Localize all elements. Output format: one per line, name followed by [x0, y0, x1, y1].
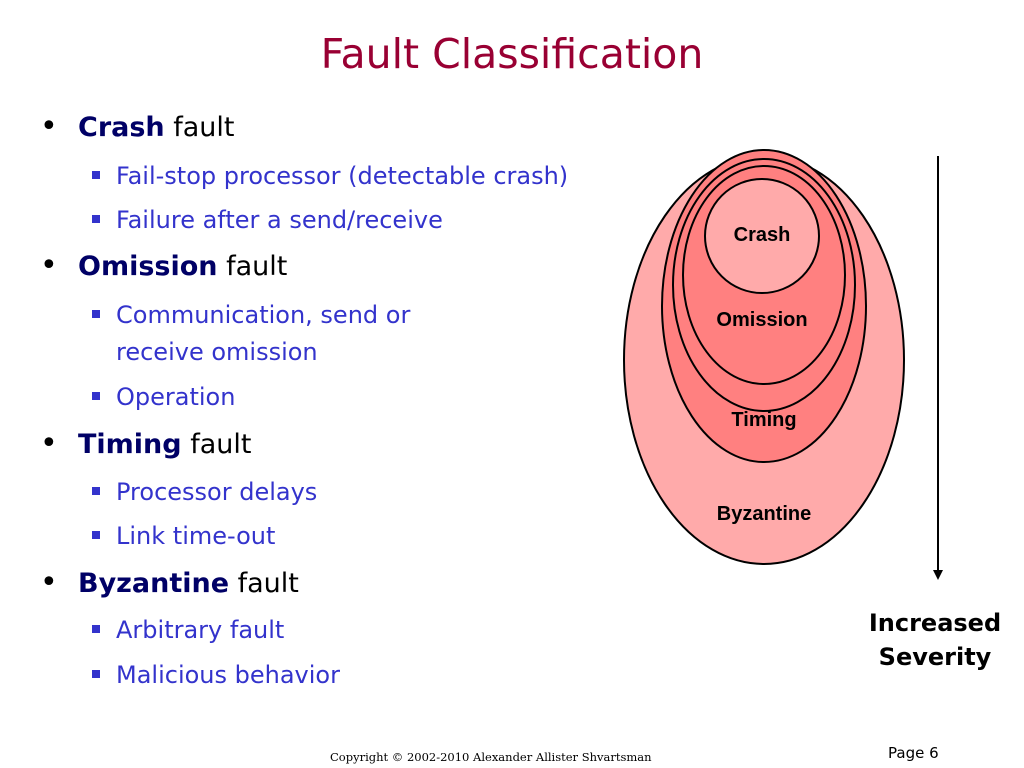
- bullet-crash: • Crash fault: [40, 109, 235, 144]
- sub-bullet-text: Arbitrary fault: [116, 616, 285, 644]
- square-bullet-icon: [92, 670, 100, 678]
- sub-bullet-text: Operation: [116, 383, 236, 411]
- sub-bullet: Link time-out: [92, 522, 276, 550]
- bullet-omission: • Omission fault: [40, 248, 288, 283]
- sub-bullet-text: Communication, send or: [116, 301, 411, 329]
- square-bullet-icon: [92, 215, 100, 223]
- sub-bullet: Failure after a send/receive: [92, 206, 443, 234]
- bullet-text: fault: [164, 112, 235, 143]
- timing-label: Timing: [731, 409, 796, 431]
- severity-line-2: Severity: [878, 643, 992, 671]
- bullet-byzantine: • Byzantine fault: [40, 565, 299, 600]
- crash-circle: [704, 178, 820, 294]
- bullet-dot: •: [40, 565, 58, 600]
- sub-bullet: Processor delays: [92, 478, 318, 506]
- square-bullet-icon: [92, 487, 100, 495]
- bullet-term: Crash: [78, 112, 165, 143]
- sub-bullet: Arbitrary fault: [92, 616, 285, 644]
- bullet-text: fault: [181, 429, 252, 460]
- severity-arrow-head-icon: [933, 570, 943, 580]
- omission-label: Omission: [716, 309, 807, 331]
- bullet-text: fault: [229, 568, 299, 599]
- sub-bullet-text: Malicious behavior: [116, 661, 340, 689]
- byzantine-label: Byzantine: [717, 503, 811, 525]
- bullet-dot: •: [40, 426, 58, 461]
- sub-bullet: Fail-stop processor (detectable crash): [92, 162, 569, 190]
- sub-bullet-text: receive omission: [116, 338, 318, 366]
- crash-label: Crash: [734, 224, 791, 246]
- sub-bullet-text: Failure after a send/receive: [116, 206, 443, 234]
- bullet-timing: • Timing fault: [40, 426, 252, 461]
- square-bullet-icon: [92, 531, 100, 539]
- severity-line-1: Increased: [868, 609, 1002, 637]
- bullet-term: Omission: [78, 251, 218, 282]
- sub-bullet-text: Link time-out: [116, 522, 276, 550]
- bullet-text: fault: [217, 251, 288, 282]
- sub-bullet-text: Processor delays: [116, 478, 318, 506]
- sub-bullet-text: Fail-stop processor (detectable crash): [116, 162, 569, 190]
- square-bullet-icon: [92, 171, 100, 179]
- bullet-dot: •: [40, 109, 58, 144]
- sub-bullet: Malicious behavior: [92, 661, 340, 689]
- page-number: Page 6: [888, 744, 939, 762]
- square-bullet-icon: [92, 392, 100, 400]
- bullet-dot: •: [40, 248, 58, 283]
- sub-bullet: Communication, send or: [92, 301, 411, 329]
- copyright-footer: Copyright © 2002-2010 Alexander Allister…: [330, 750, 652, 764]
- square-bullet-icon: [92, 625, 100, 633]
- sub-bullet-continuation: receive omission: [116, 338, 318, 366]
- bullet-term: Timing: [78, 429, 182, 460]
- square-bullet-icon: [92, 310, 100, 318]
- sub-bullet: Operation: [92, 383, 236, 411]
- severity-label: Increased Severity: [860, 606, 1010, 674]
- slide-title: Fault Classification: [320, 30, 704, 78]
- bullet-term: Byzantine: [78, 568, 230, 599]
